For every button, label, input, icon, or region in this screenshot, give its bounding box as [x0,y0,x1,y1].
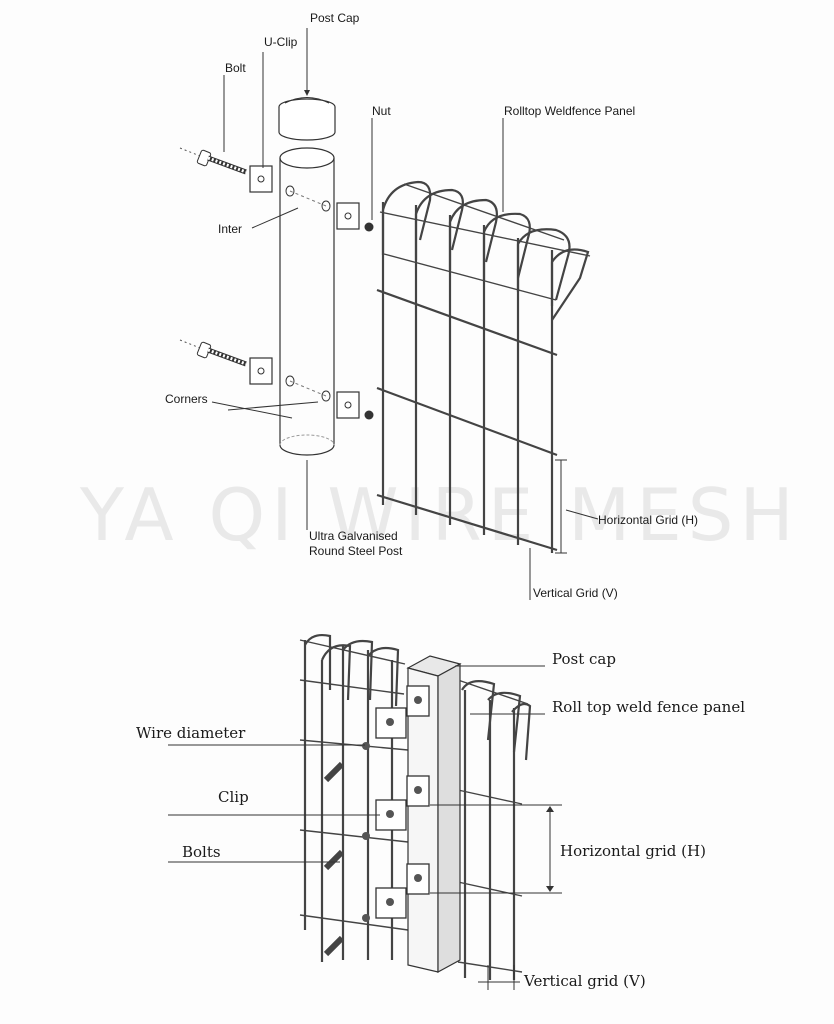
right-panel-illustration [457,679,532,980]
label-wire-diameter: Wire diameter [136,724,246,742]
label-bolt: Bolt [225,61,246,75]
label-vertical-grid: Vertical Grid (V) [533,586,618,600]
bolt-illustration [179,147,247,367]
label-clip: Clip [218,788,249,806]
u-clip-illustration [249,165,360,419]
label-post-cap-bottom: Post cap [552,650,616,668]
top-leader-lines [211,28,599,600]
label-post-line1: Ultra Galvanised [309,529,398,543]
label-post-cap: Post Cap [310,11,360,25]
label-inter: Inter [218,222,242,236]
label-vertical-grid-bottom: Vertical grid (V) [523,972,646,990]
top-diagram: Post Cap U-Clip Bolt Nut Rolltop Weldfen… [165,11,698,600]
bolts-illustration [323,742,370,957]
label-corners: Corners [165,392,208,406]
label-horizontal-grid: Horizontal Grid (H) [598,513,698,527]
square-post-illustration [406,655,462,974]
bottom-diagram: Post cap Roll top weld fence panel Wire … [136,633,745,990]
clip-illustration [375,685,430,919]
watermark-text: YA QI WIRE MESH [79,473,800,557]
nut-illustration [364,222,374,420]
rolltop-panel-illustration [376,180,591,553]
label-nut: Nut [372,104,391,118]
label-u-clip: U-Clip [264,35,298,49]
label-panel: Rolltop Weldfence Panel [504,104,635,118]
label-bolts: Bolts [182,843,221,861]
bottom-leader-lines [168,665,562,990]
label-horizontal-grid-bottom: Horizontal grid (H) [560,842,706,860]
round-post-illustration [279,147,335,456]
label-panel-bottom: Roll top weld fence panel [552,698,745,716]
label-post-line2: Round Steel Post [309,544,403,558]
post-cap-illustration [278,97,336,141]
